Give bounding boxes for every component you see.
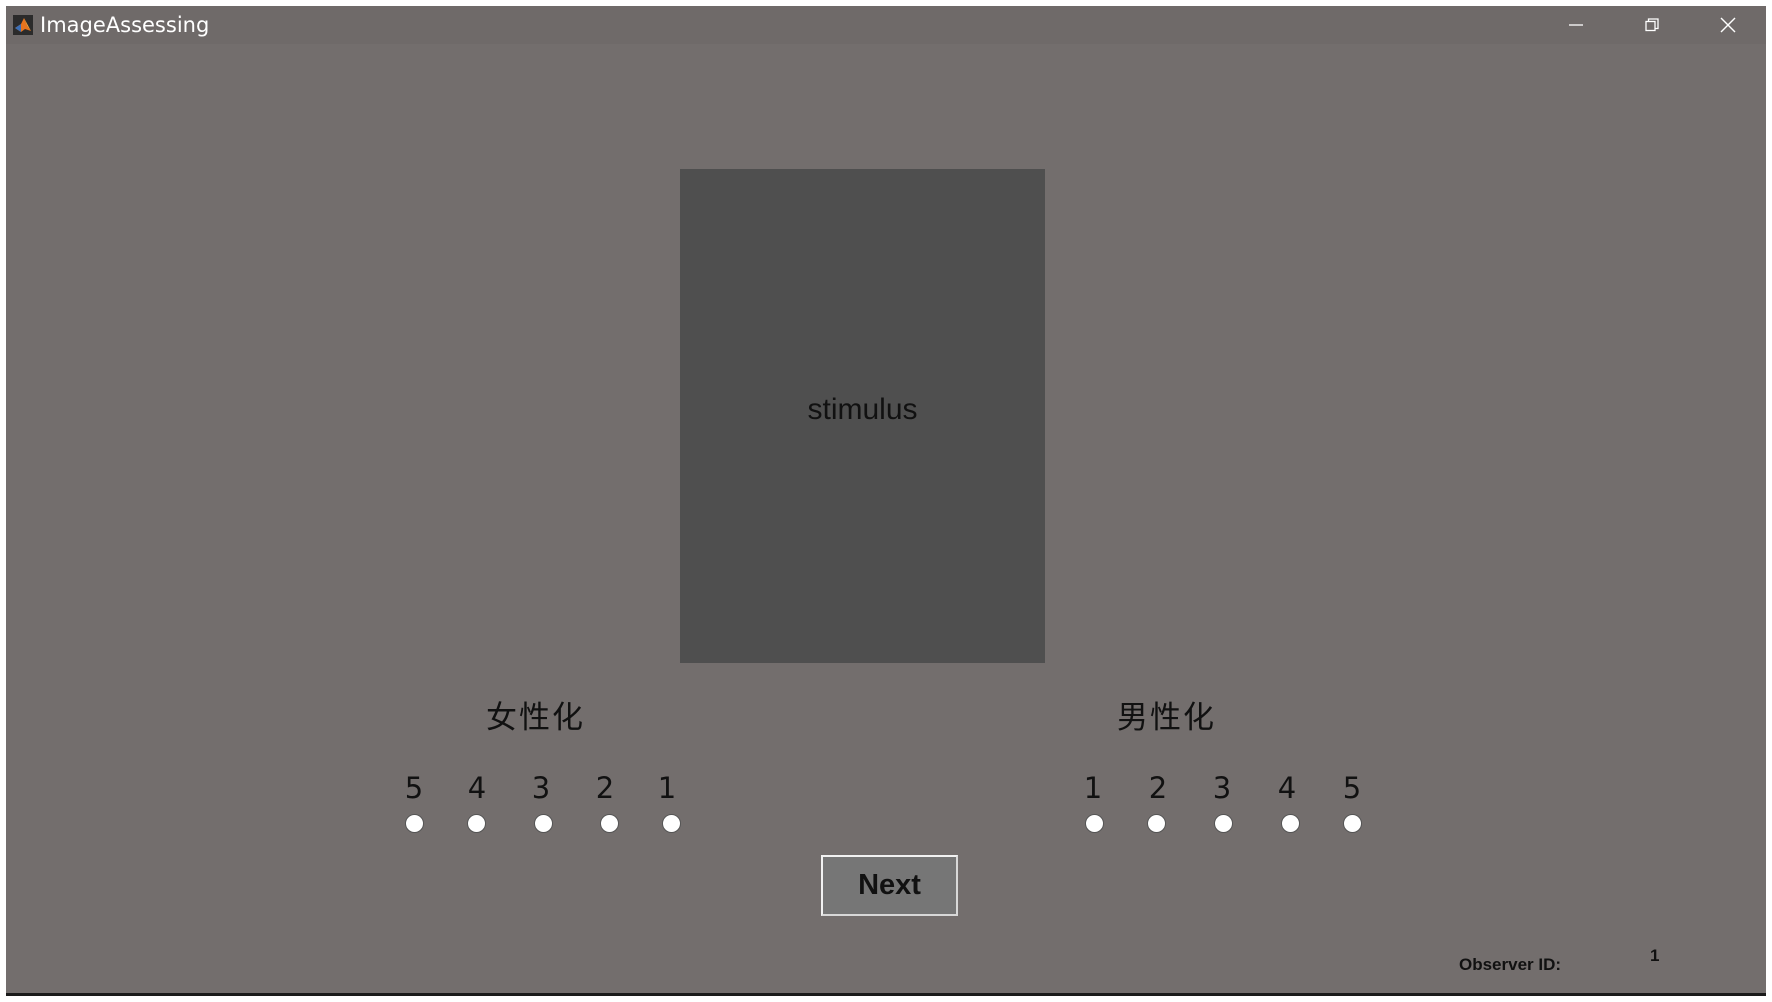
matlab-logo-icon <box>13 15 33 35</box>
feminine-radio-5[interactable] <box>405 814 424 833</box>
next-button[interactable]: Next <box>821 855 958 916</box>
restore-button[interactable] <box>1614 6 1690 44</box>
close-icon <box>1720 17 1736 33</box>
title-bar[interactable]: ImageAssessing <box>6 6 1766 44</box>
close-button[interactable] <box>1690 6 1766 44</box>
masculine-scale-title: 男性化 <box>1117 700 1216 736</box>
masculine-option-label: 5 <box>1342 771 1362 805</box>
masculine-radio-1[interactable] <box>1085 814 1104 833</box>
observer-id-value: 1 <box>1650 946 1660 965</box>
restore-icon <box>1645 18 1659 32</box>
masculine-radio-5[interactable] <box>1343 814 1362 833</box>
feminine-radio-3[interactable] <box>534 814 553 833</box>
feminine-option-label: 5 <box>404 771 424 805</box>
stimulus-label: stimulus <box>807 393 918 426</box>
masculine-option-label: 4 <box>1277 771 1297 805</box>
minimize-icon <box>1569 18 1583 32</box>
masculine-radio-4[interactable] <box>1281 814 1300 833</box>
app-window: ImageAssessing stimulus <box>6 6 1766 996</box>
feminine-option-label: 1 <box>657 771 677 805</box>
feminine-radio-2[interactable] <box>600 814 619 833</box>
masculine-radio-3[interactable] <box>1214 814 1233 833</box>
feminine-radio-4[interactable] <box>467 814 486 833</box>
masculine-option-label: 1 <box>1083 771 1103 805</box>
stimulus-image: stimulus <box>680 169 1045 663</box>
feminine-option-label: 4 <box>467 771 487 805</box>
feminine-option-label: 3 <box>531 771 551 805</box>
observer-id-label: Observer ID: <box>1459 955 1562 974</box>
masculine-option-label: 2 <box>1148 771 1168 805</box>
minimize-button[interactable] <box>1538 6 1614 44</box>
feminine-scale-title: 女性化 <box>486 700 585 736</box>
window-title: ImageAssessing <box>40 13 210 37</box>
feminine-option-label: 2 <box>595 771 615 805</box>
masculine-radio-2[interactable] <box>1147 814 1166 833</box>
masculine-option-label: 3 <box>1212 771 1232 805</box>
feminine-radio-1[interactable] <box>662 814 681 833</box>
